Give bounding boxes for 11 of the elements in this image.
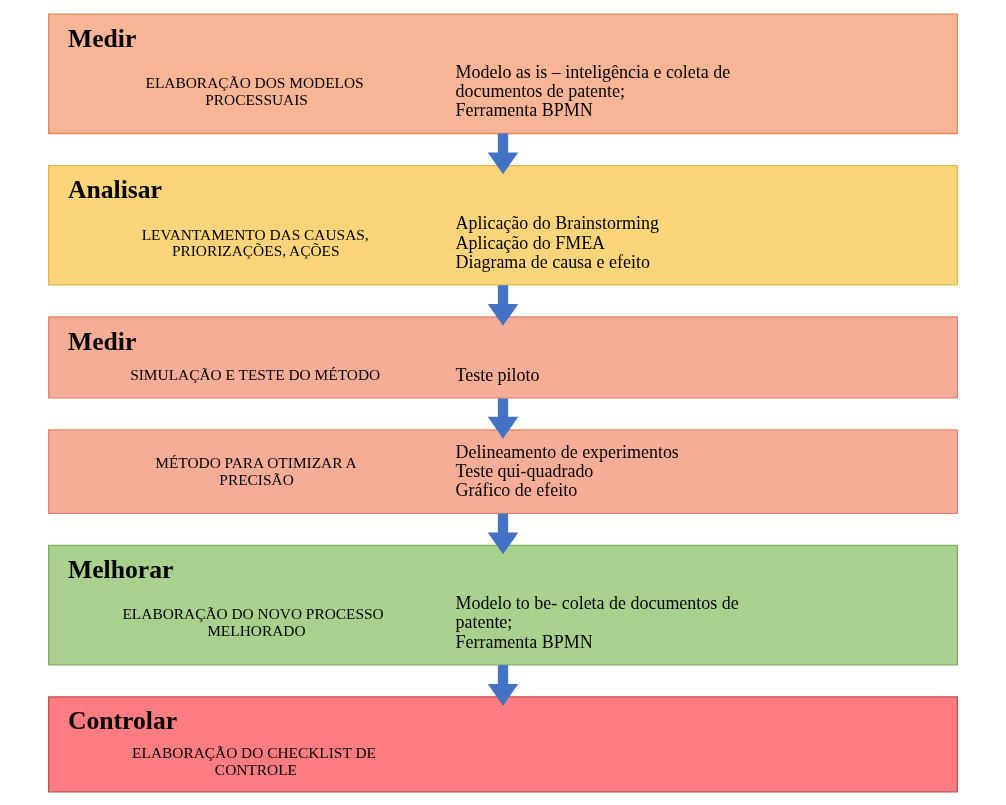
node-box: Analisar LEVANTAMENTO DAS CAUSAS, PRIORIZAÇÕES, AÇÕES Aplicação do Brainstorming Aplicação do FMEA Diagrama de causa e efeito: [48, 164, 958, 286]
node-box: Melhorar ELABORAÇÃO DO NOVO PROCESSO MELHORADO Modelo to be- coleta de documentos de patente; Ferramenta BPMN: [48, 544, 958, 665]
node-box: Medir ELABORAÇÃO DOS MODELOS PROCESSUAIS Modelo as is – inteligência e coleta de documentos de patente; Ferramenta BPMN: [48, 13, 958, 134]
arrow: [487, 397, 519, 439]
arrow: [487, 284, 519, 326]
node-box: MÉTODO PARA OTIMIZAR A PRECISÃO Delineamento de experimentos Teste qui-quadrado Gráfico de efeito: [48, 428, 958, 514]
node-box: Controlar ELABORAÇÃO DO CHECKLIST DE CONTROLE: [48, 695, 958, 792]
node-box: Medir SIMULAÇÃO E TESTE DO MÉTODO Teste piloto: [48, 315, 958, 398]
arrow: [487, 133, 519, 174]
arrow: [487, 664, 519, 706]
arrow: [487, 513, 519, 554]
